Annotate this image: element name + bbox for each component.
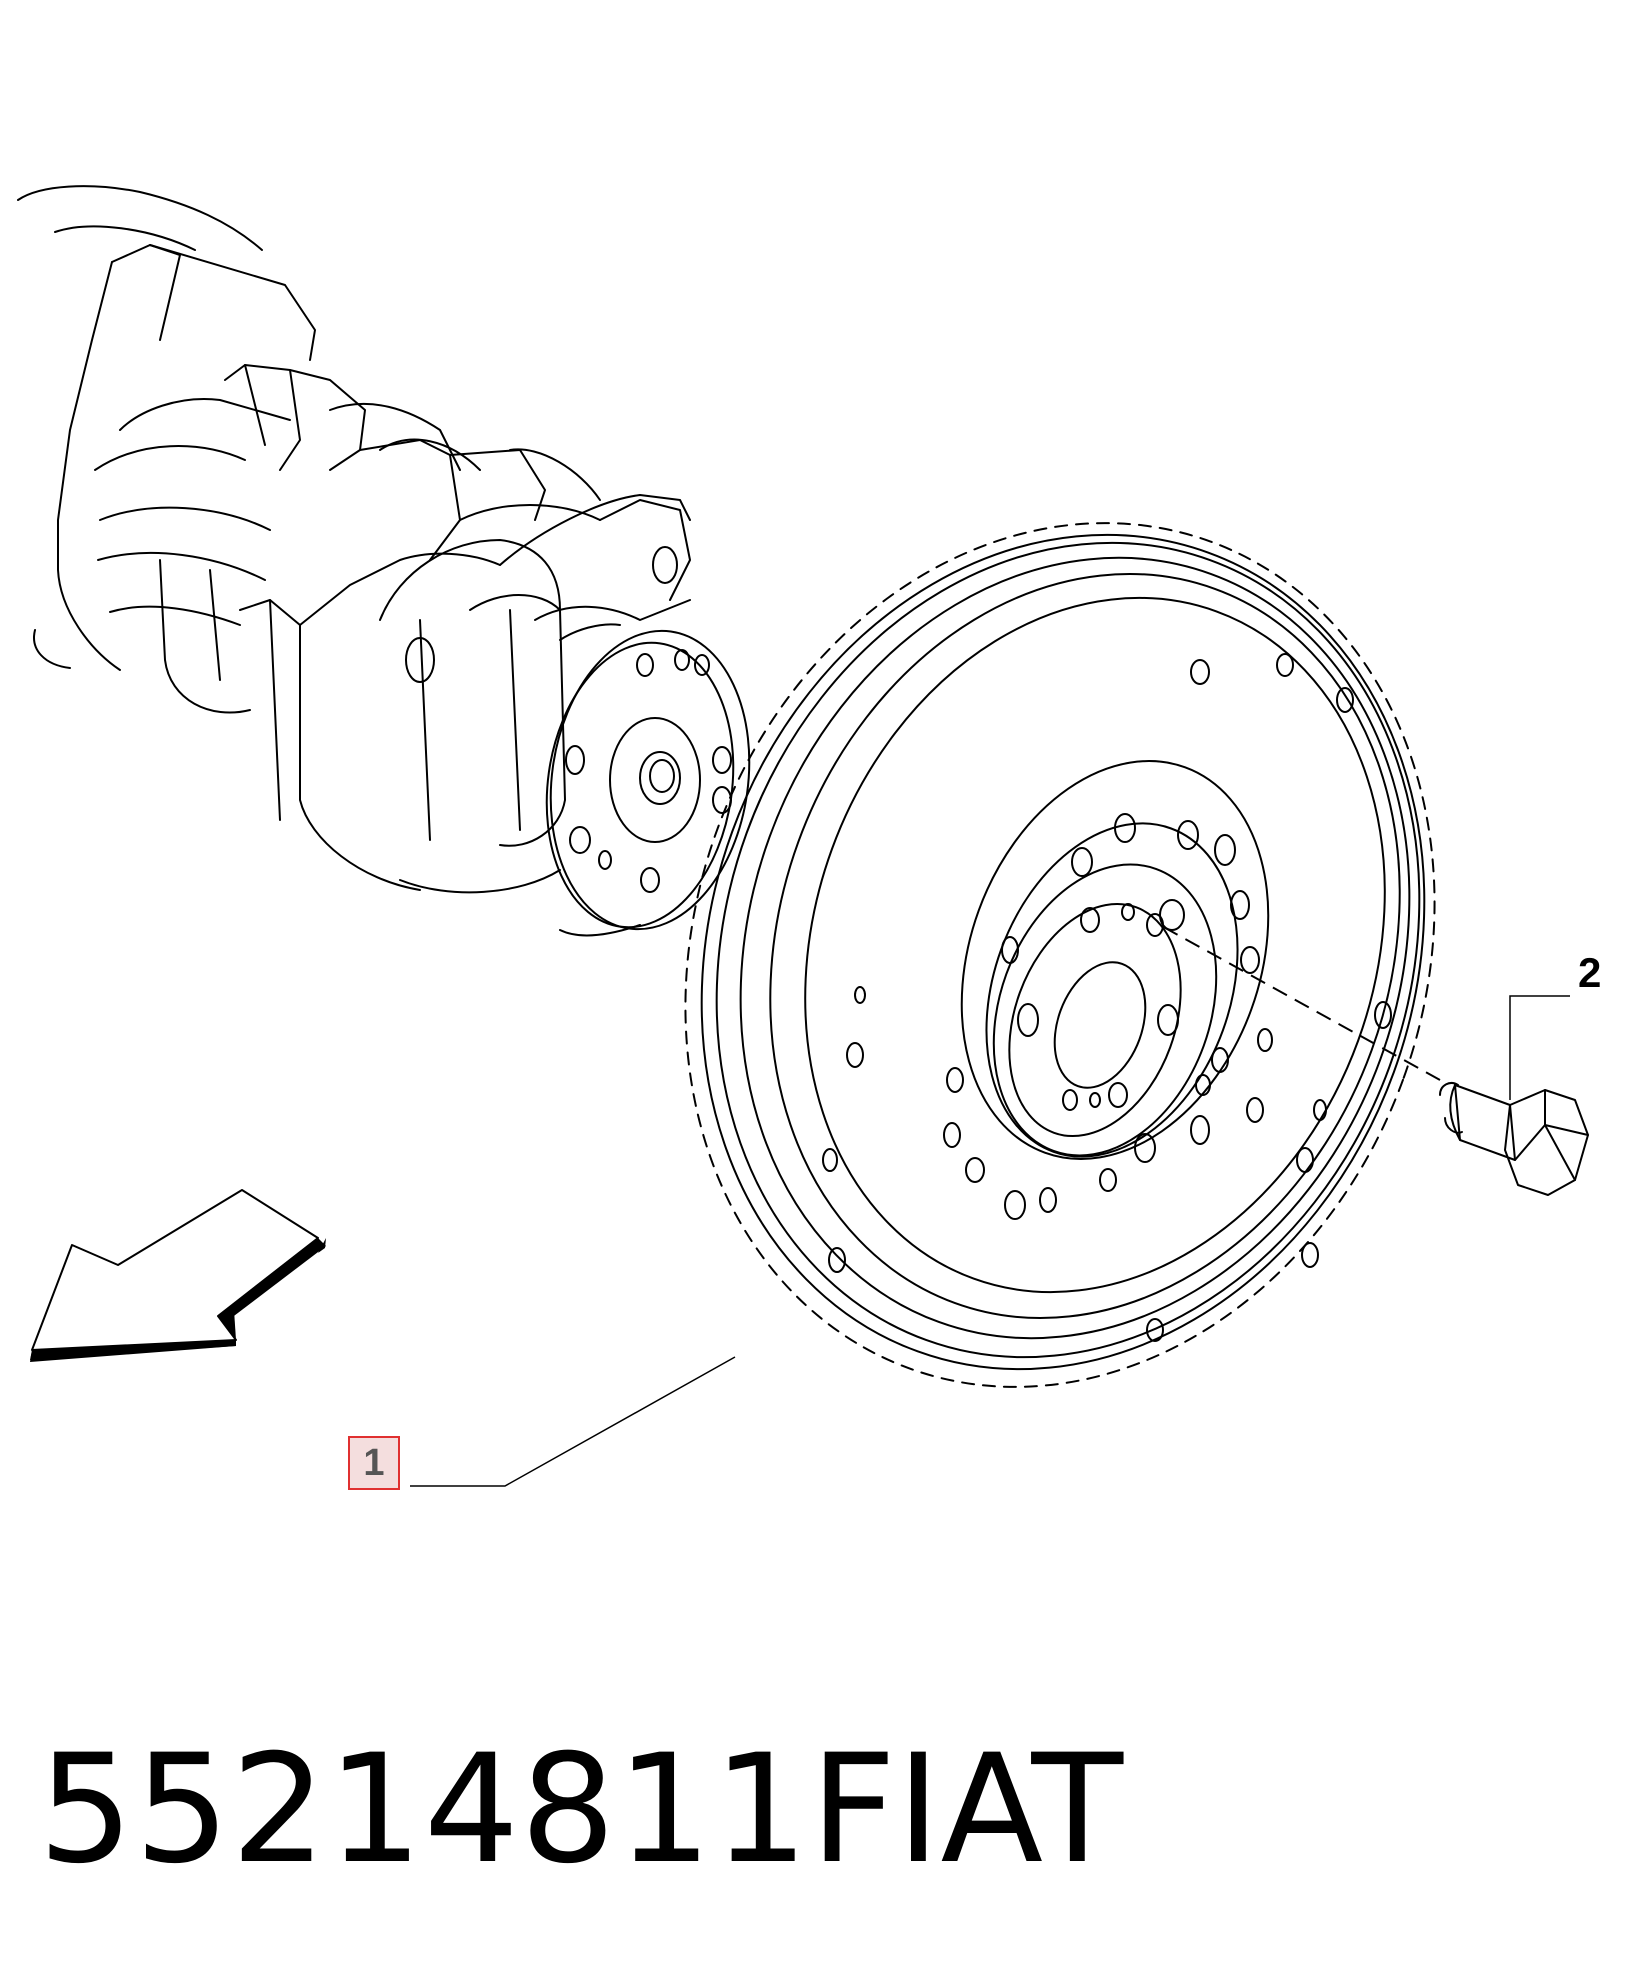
direction-arrow-icon — [30, 1189, 326, 1362]
crankshaft — [17, 185, 751, 937]
callout-label-2: 2 — [1578, 949, 1602, 996]
flywheel — [684, 522, 1436, 1388]
bolt-axis-dashed-line — [1159, 924, 1441, 1081]
part-number: 55214811 — [38, 1723, 810, 1897]
callout-1-leader — [410, 1356, 736, 1487]
bolt — [1439, 1082, 1589, 1196]
brand-name: FIAT — [810, 1723, 1124, 1897]
callout-2-leader — [1509, 995, 1570, 1100]
callout-label-1: 1 — [348, 1436, 400, 1490]
